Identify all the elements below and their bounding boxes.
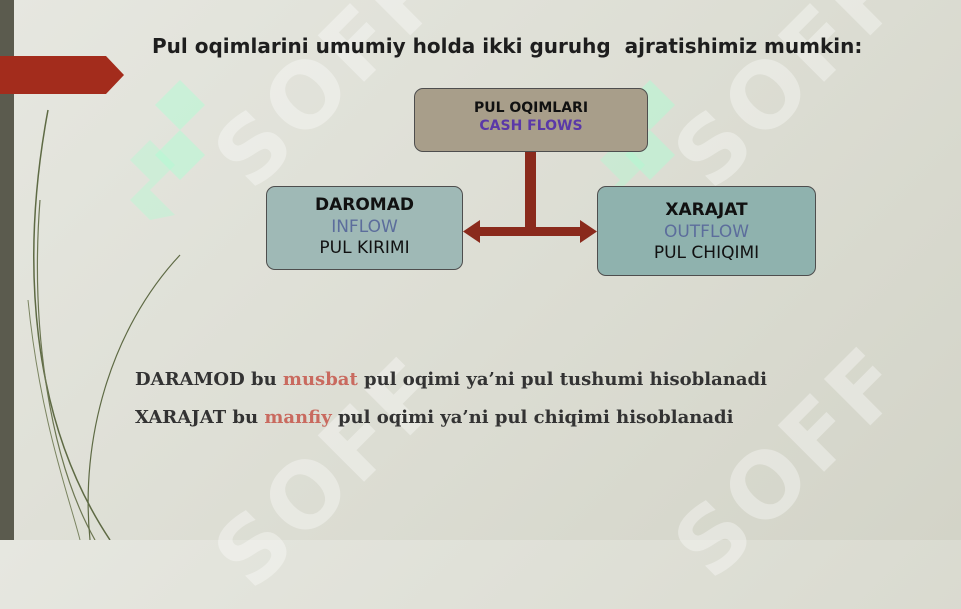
inflow-note: PUL KIRIMI — [319, 238, 410, 258]
sentence-highlight: manfiy — [264, 407, 332, 428]
left-accent-bar — [0, 0, 14, 540]
outflow-subtitle: OUTFLOW — [663, 222, 750, 242]
outflow-note: PUL CHIQIMI — [653, 243, 760, 263]
outflow-box: XARAJAT OUTFLOW PUL CHIQIMI — [597, 186, 816, 276]
sentence-tail: pul oqimi ya’ni pul chiqimi hisoblanadi — [331, 407, 734, 428]
horizontal-connector — [476, 227, 582, 236]
arrow-right-icon — [580, 220, 597, 243]
slide-heading: Pul oqimlarini umumiy holda ikki guruhg … — [152, 34, 863, 58]
cash-flows-root-box: PUL OQIMLARI CASH FLOWS — [414, 88, 648, 152]
diagram-connectors — [463, 152, 597, 243]
arrow-left-icon — [463, 220, 480, 243]
root-title: PUL OQIMLARI — [473, 100, 589, 116]
sentence-lead: XARAJAT bu — [135, 407, 265, 428]
inflow-box: DAROMAD INFLOW PUL KIRIMI — [266, 186, 463, 270]
red-arrow-tab — [0, 56, 124, 94]
inflow-title: DAROMAD — [315, 195, 414, 215]
outflow-title: XARAJAT — [665, 200, 748, 220]
root-subtitle: CASH FLOWS — [479, 118, 583, 134]
sentence-tail: pul oqimi ya’ni pul tushumi hisoblanadi — [357, 369, 767, 390]
sentence-lead: DARAMOD bu — [135, 369, 283, 390]
decorative-curves — [27, 109, 181, 540]
vertical-connector — [525, 152, 536, 232]
inflow-sentence: DARAMOD bu musbat pul oqimi ya’ni pul tu… — [135, 369, 767, 390]
outflow-sentence: XARAJAT bu manfiy pul oqimi ya’ni pul ch… — [135, 407, 733, 428]
inflow-subtitle: INFLOW — [331, 217, 398, 237]
sentence-highlight: musbat — [282, 369, 358, 390]
